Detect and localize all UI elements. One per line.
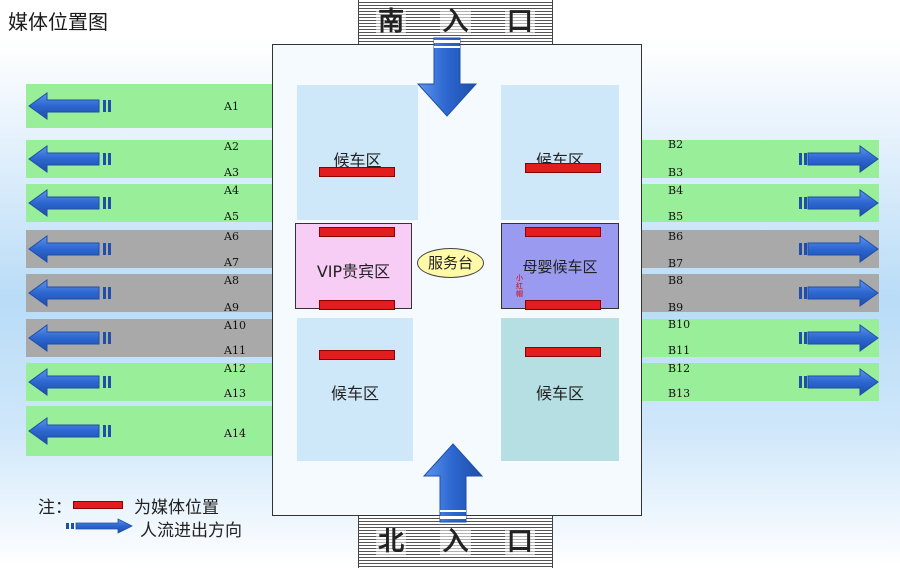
gate-label: A9 (224, 301, 239, 314)
exit-arrow-right-icon (799, 279, 879, 307)
exit-arrow-right-icon (799, 145, 879, 173)
exit-arrow-left-icon (28, 235, 111, 263)
gate-label: B9 (668, 301, 684, 314)
north-entrance: 北 入 口 (358, 516, 553, 568)
entry-arrow-south (416, 37, 478, 117)
waiting-area-top-left: 候车区 (297, 85, 418, 220)
gate-label: B8 (668, 274, 684, 287)
north-entrance-char-3: 口 (504, 527, 535, 557)
gate-label: A6 (224, 230, 239, 243)
legend-media-label: 为媒体位置 (134, 498, 219, 518)
legend-media-swatch (73, 501, 123, 509)
legend-flow-arrow-icon (66, 518, 133, 534)
vip-lounge: VIP贵宾区 (295, 223, 412, 309)
media-position-marker (525, 300, 601, 310)
gate-label: A7 (224, 256, 239, 269)
gate-label: A11 (224, 344, 246, 357)
gate-label: A3 (224, 166, 239, 179)
gate-label: B4 (668, 184, 684, 197)
entry-arrow-north (422, 443, 484, 523)
gate-label: B2 (668, 138, 684, 151)
gate-label: A13 (224, 387, 246, 400)
media-position-marker (319, 227, 395, 237)
gate-label: A14 (224, 427, 246, 440)
media-position-marker (525, 347, 601, 357)
gate-label: B12 (668, 362, 691, 375)
waiting-area-label: 候车区 (330, 384, 379, 403)
south-entrance: 南 入 口 (358, 0, 553, 44)
gate-label: B5 (668, 210, 684, 223)
south-entrance-char-1: 南 (376, 7, 407, 37)
north-entrance-char-2: 入 (440, 527, 471, 557)
exit-arrow-left-icon (28, 145, 111, 173)
gate-label: B6 (668, 230, 684, 243)
exit-arrow-right-icon (799, 368, 879, 396)
exit-arrow-right-icon (799, 235, 879, 263)
gate-label: B10 (668, 318, 691, 331)
gate-label: B13 (668, 387, 691, 400)
north-entrance-char-1: 北 (376, 527, 407, 557)
waiting-area-top-right: 候车区 (501, 85, 619, 220)
south-entrance-char-3: 口 (504, 7, 535, 37)
page-title: 媒体位置图 (8, 10, 108, 34)
gate-label: B3 (668, 166, 684, 179)
legend-prefix: 注： (38, 498, 72, 518)
waiting-area-bottom-left: 候车区 (297, 318, 413, 461)
waiting-area-bottom-right: 候车区 (501, 318, 619, 461)
exit-arrow-left-icon (28, 279, 111, 307)
waiting-area-label: 候车区 (535, 384, 584, 403)
gate-label: A5 (224, 210, 239, 223)
vip-lounge-label: VIP贵宾区 (316, 262, 391, 281)
gate-label: A2 (224, 140, 239, 153)
media-position-marker (525, 163, 601, 173)
gate-label: A1 (224, 100, 239, 113)
station-hall: 候车区 候车区 VIP贵宾区 母婴候车区 小红帽 候车区 候车区 (272, 44, 642, 516)
exit-arrow-left-icon (28, 324, 111, 352)
exit-arrow-left-icon (28, 92, 111, 120)
gate-label: A10 (224, 319, 246, 332)
exit-arrow-left-icon (28, 189, 111, 217)
small-red-cap-label: 小红帽 (516, 274, 523, 298)
gate-label: A8 (224, 274, 239, 287)
south-entrance-char-2: 入 (440, 7, 471, 37)
exit-arrow-left-icon (28, 368, 111, 396)
legend-flow-label: 人流进出方向 (140, 521, 242, 541)
exit-arrow-left-icon (28, 417, 111, 445)
media-position-marker (525, 227, 601, 237)
service-desk: 服务台 (417, 248, 484, 278)
media-position-marker (319, 300, 395, 310)
exit-arrow-right-icon (799, 189, 879, 217)
media-position-marker (319, 350, 395, 360)
gate-label: B7 (668, 257, 684, 270)
waiting-area-label: 候车区 (333, 151, 382, 170)
gate-label: B11 (668, 344, 691, 357)
gate-label: A4 (224, 184, 239, 197)
gate-label: A12 (224, 362, 246, 375)
exit-arrow-right-icon (799, 324, 879, 352)
media-position-marker (319, 167, 395, 177)
mother-baby-label: 母婴候车区 (522, 258, 598, 276)
mother-baby-waiting-area: 母婴候车区 小红帽 (501, 223, 619, 309)
